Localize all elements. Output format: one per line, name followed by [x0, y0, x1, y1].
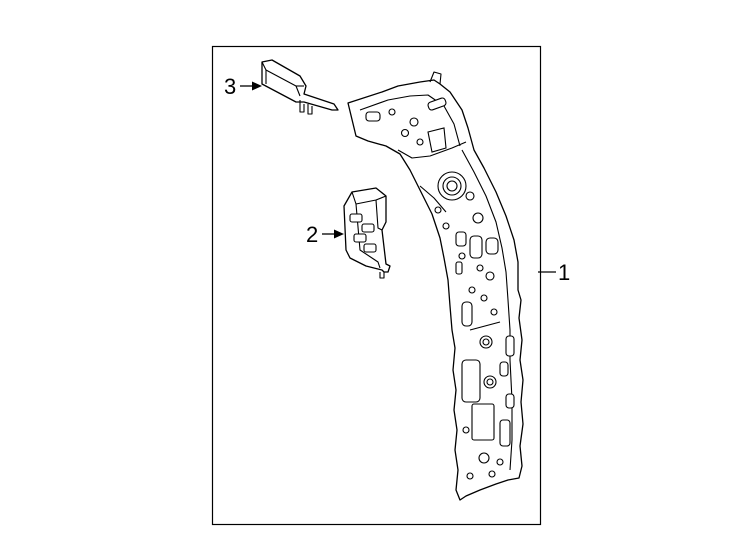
callout-1-label: 1: [558, 260, 570, 285]
callout-2: 2: [306, 222, 344, 247]
part-3-small-bracket: [261, 59, 339, 115]
callout-3-arrow-icon: [252, 81, 262, 91]
callout-1: 1: [538, 260, 570, 285]
callout-2-arrow-icon: [334, 229, 344, 239]
part-1-pillar-panel: [347, 71, 524, 501]
diagram-frame: [211, 45, 542, 526]
part-2-bracket: [343, 187, 391, 279]
callout-3: 3: [224, 74, 262, 99]
callout-2-label: 2: [306, 222, 318, 247]
callout-3-label: 3: [224, 74, 236, 99]
